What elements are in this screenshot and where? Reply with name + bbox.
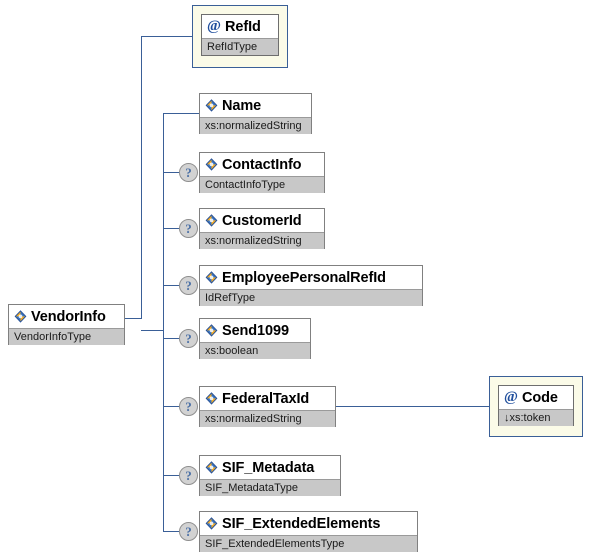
node-send1099-typerow: xs:boolean xyxy=(200,342,310,359)
node-federaltaxid-title: FederalTaxId xyxy=(200,387,335,410)
node-sif-extendedelements[interactable]: SIF_ExtendedElements SIF_ExtendedElement… xyxy=(199,511,418,552)
node-sif-metadata-typerow: SIF_MetadataType xyxy=(200,479,340,496)
element-icon xyxy=(204,391,219,406)
node-contactinfo-typerow: ContactInfoType xyxy=(200,176,324,193)
optional-marker-customerid: ? xyxy=(179,219,198,238)
node-sif-extendedelements-type: SIF_ExtendedElementsType xyxy=(205,538,345,550)
node-federaltaxid-type: xs:normalizedString xyxy=(205,413,302,425)
node-sif-metadata-title: SIF_Metadata xyxy=(200,456,340,479)
attribute-frame-code: @ Code ↓ xs:token xyxy=(489,376,583,437)
node-code-type: xs:token xyxy=(509,412,551,424)
node-vendorinfo-type: VendorInfoType xyxy=(14,331,92,343)
node-customerid-label: CustomerId xyxy=(222,212,302,229)
node-contactinfo-title: ContactInfo xyxy=(200,153,324,176)
node-vendorinfo-name: VendorInfo xyxy=(31,308,106,325)
connector-element-trunk xyxy=(163,113,164,532)
element-icon xyxy=(204,157,219,172)
node-send1099-title: Send1099 xyxy=(200,319,310,342)
node-contactinfo-type: ContactInfoType xyxy=(205,179,286,191)
node-sif-extendedelements-label: SIF_ExtendedElements xyxy=(222,515,381,532)
node-employeepersonalrefid-typerow: IdRefType xyxy=(200,289,422,306)
optional-marker-contactinfo: ? xyxy=(179,163,198,182)
element-icon xyxy=(13,309,28,324)
connector-to-contactinfo xyxy=(163,172,179,173)
node-sif-extendedelements-title: SIF_ExtendedElements xyxy=(200,512,417,535)
node-refid[interactable]: @ RefId RefIdType xyxy=(201,14,279,56)
optional-marker-federaltaxid: ? xyxy=(179,397,198,416)
node-name-label: Name xyxy=(222,97,262,114)
attribute-frame-refid: @ RefId RefIdType xyxy=(192,5,288,68)
node-vendorinfo-typerow: VendorInfoType xyxy=(9,328,124,345)
connector-to-employeepersonalrefid xyxy=(163,285,179,286)
node-send1099[interactable]: Send1099 xs:boolean xyxy=(199,318,311,359)
node-code-name: Code xyxy=(522,389,558,406)
at-icon: @ xyxy=(207,18,221,34)
node-customerid-title: CustomerId xyxy=(200,209,324,232)
node-send1099-type: xs:boolean xyxy=(205,345,259,357)
optional-marker-employeepersonalrefid: ? xyxy=(179,276,198,295)
node-vendorinfo-title: VendorInfo xyxy=(9,305,124,328)
node-code-title: @ Code xyxy=(499,386,573,409)
node-federaltaxid-typerow: xs:normalizedString xyxy=(200,410,335,427)
connector-federaltaxid-to-code xyxy=(336,406,489,407)
element-icon xyxy=(204,98,219,113)
node-customerid-typerow: xs:normalizedString xyxy=(200,232,324,249)
optional-marker-sif-extendedelements: ? xyxy=(179,522,198,541)
connector-to-sif-metadata xyxy=(163,475,179,476)
node-send1099-label: Send1099 xyxy=(222,322,289,339)
node-name-typerow: xs:normalizedString xyxy=(200,117,311,134)
node-federaltaxid[interactable]: FederalTaxId xs:normalizedString xyxy=(199,386,336,427)
node-vendorinfo[interactable]: VendorInfo VendorInfoType xyxy=(8,304,125,345)
node-employeepersonalrefid-type: IdRefType xyxy=(205,292,256,304)
connector-to-federaltaxid xyxy=(163,406,179,407)
node-contactinfo-label: ContactInfo xyxy=(222,156,302,173)
node-employeepersonalrefid[interactable]: EmployeePersonalRefId IdRefType xyxy=(199,265,423,306)
connector-attribute-trunk xyxy=(141,36,142,319)
element-icon xyxy=(204,213,219,228)
connector-to-refid xyxy=(141,36,193,37)
node-refid-type: RefIdType xyxy=(207,41,258,53)
connector-to-sif-extendedelements xyxy=(163,531,179,532)
node-refid-typerow: RefIdType xyxy=(202,38,278,55)
optional-marker-sif-metadata: ? xyxy=(179,466,198,485)
node-name[interactable]: Name xs:normalizedString xyxy=(199,93,312,134)
connector-to-customerid xyxy=(163,228,179,229)
connector-to-name xyxy=(163,113,199,114)
node-employeepersonalrefid-title: EmployeePersonalRefId xyxy=(200,266,422,289)
node-refid-name: RefId xyxy=(225,18,261,35)
node-customerid-type: xs:normalizedString xyxy=(205,235,302,247)
node-employeepersonalrefid-label: EmployeePersonalRefId xyxy=(222,269,386,286)
node-customerid[interactable]: CustomerId xs:normalizedString xyxy=(199,208,325,249)
connector-root-stub xyxy=(125,318,142,319)
node-sif-extendedelements-typerow: SIF_ExtendedElementsType xyxy=(200,535,417,552)
connector-junction xyxy=(141,330,164,331)
optional-marker-send1099: ? xyxy=(179,329,198,348)
node-sif-metadata-label: SIF_Metadata xyxy=(222,459,315,476)
node-contactinfo[interactable]: ContactInfo ContactInfoType xyxy=(199,152,325,193)
node-name-title: Name xyxy=(200,94,311,117)
node-sif-metadata-type: SIF_MetadataType xyxy=(205,482,298,494)
node-sif-metadata[interactable]: SIF_Metadata SIF_MetadataType xyxy=(199,455,341,496)
element-icon xyxy=(204,323,219,338)
connector-to-send1099 xyxy=(163,338,179,339)
node-code-typerow: ↓ xs:token xyxy=(499,409,573,426)
at-icon: @ xyxy=(504,389,518,405)
node-federaltaxid-label: FederalTaxId xyxy=(222,390,310,407)
element-icon xyxy=(204,460,219,475)
element-icon xyxy=(204,516,219,531)
element-icon xyxy=(204,270,219,285)
node-code[interactable]: @ Code ↓ xs:token xyxy=(498,385,574,426)
node-name-type: xs:normalizedString xyxy=(205,120,302,132)
down-arrow-icon: ↓ xyxy=(504,412,510,424)
node-refid-title: @ RefId xyxy=(202,15,278,38)
